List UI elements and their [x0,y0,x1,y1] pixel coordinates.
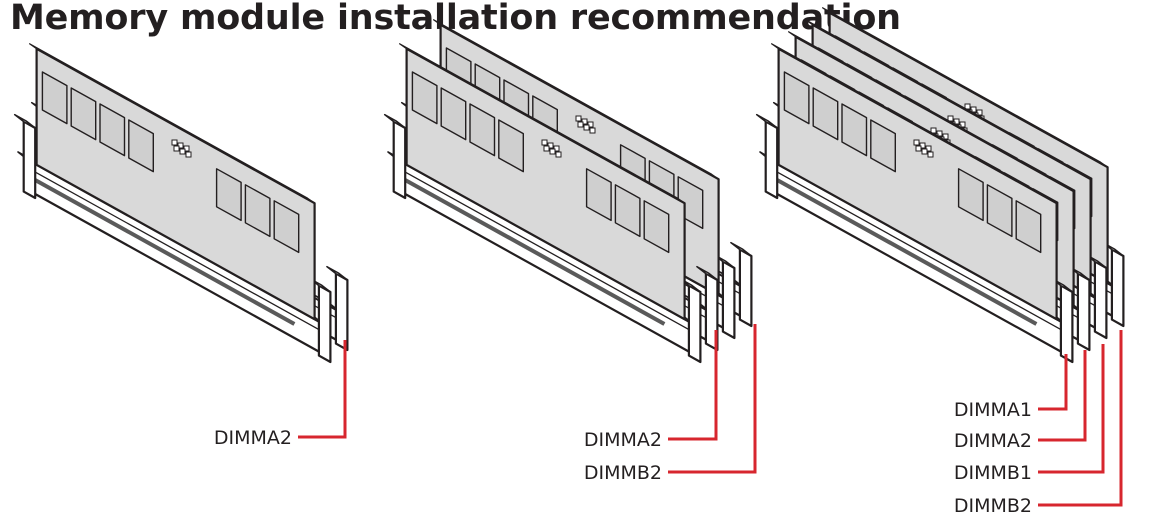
spd-pad [171,139,178,146]
leader-line [668,324,757,474]
leader-line [1038,350,1087,442]
slot-label: DIMMB2 [584,462,662,484]
slot-latch-right [687,284,702,364]
dimm-chip [783,71,810,125]
slot-label: DIMMA2 [954,430,1032,452]
slot-latch-right [721,260,736,340]
slot-label: DIMMA2 [584,429,662,451]
slot-latch-left-top [13,113,36,129]
slot-latch-right [334,272,349,352]
slot-label: DIMMA1 [954,399,1032,421]
spd-pad [921,148,928,155]
dimm-chip [957,168,984,222]
slot-groove-dark [32,177,296,326]
spd-pad [947,115,954,122]
slot-label: DIMMA2 [214,427,292,449]
spd-pad [964,103,971,110]
slot-latch-left-top [383,113,406,129]
leader-line [1038,344,1105,474]
spd-pad [575,115,582,122]
dimm-edge [399,43,686,204]
slot-latch-right [317,284,332,364]
spd-pad [583,124,590,131]
leader-line [1038,330,1123,507]
slot-latch-right-top [326,265,349,281]
dimm-chip [70,87,97,141]
dimm-edge [433,19,720,180]
slot-latch-left [764,120,779,200]
dimm-edge [29,43,316,204]
config-two-modules [383,19,753,364]
dimm-chip [411,71,438,125]
slot-latch-right [1093,260,1108,340]
slot-latch-left-top [755,113,778,129]
slot-latch-right [1059,284,1074,364]
dimm-chip [273,200,300,254]
dimm-chip [812,87,839,141]
dimm-chip [1015,200,1042,254]
dimm-chip [986,184,1013,238]
slot-latch-right-top [696,265,719,281]
spd-pad [543,145,550,152]
slot-groove [401,169,690,331]
slot-latch-right-top [730,241,753,257]
dimm-chip [128,119,155,173]
slot-latch-left [392,120,407,200]
slot-groove-dark [402,177,666,326]
spd-pad [185,151,192,158]
slot-latch-right [738,248,753,328]
slot-latch-right [1110,248,1125,328]
dimm-chip [41,71,68,125]
spd-pad [173,145,180,152]
spd-pad [930,127,937,134]
dimm-chip [440,87,467,141]
dimm-edge [770,43,1058,204]
dimm-board [35,47,316,321]
slot-groove [31,169,320,331]
leader-line [668,330,718,441]
slot-latch-right [1076,272,1091,352]
dimm-chip [870,119,896,173]
slot-groove-dark [774,177,1038,326]
slot-latch-left [22,120,37,200]
spd-pad [549,148,556,155]
spd-pad [927,151,934,158]
leader-line [1038,354,1068,411]
dimm-chip [614,184,641,238]
dimm-chip [498,119,524,173]
dimm-chip [99,103,126,157]
spd-pad [577,121,584,128]
slot-label: DIMMB2 [954,495,1032,517]
spd-pad [589,127,596,134]
dimm-chip [244,184,271,238]
leader-line [298,340,347,439]
dimm-edge [804,19,1092,180]
dimm-chip [841,103,868,157]
dimm-chip [469,103,496,157]
spd-pad [541,139,548,146]
config-one-module [13,43,349,364]
slot-label: DIMMB1 [954,462,1032,484]
spd-pad [913,139,920,146]
dimm-chip [643,200,670,254]
config-four-modules [755,7,1125,364]
dimm-chip [585,168,612,222]
spd-pad [179,148,186,155]
dimm-edge [821,7,1109,168]
spd-pad [555,151,562,158]
spd-pad [915,145,922,152]
slot-groove [773,169,1062,331]
dimm-edge [787,31,1075,192]
dimm-chip [215,168,242,222]
